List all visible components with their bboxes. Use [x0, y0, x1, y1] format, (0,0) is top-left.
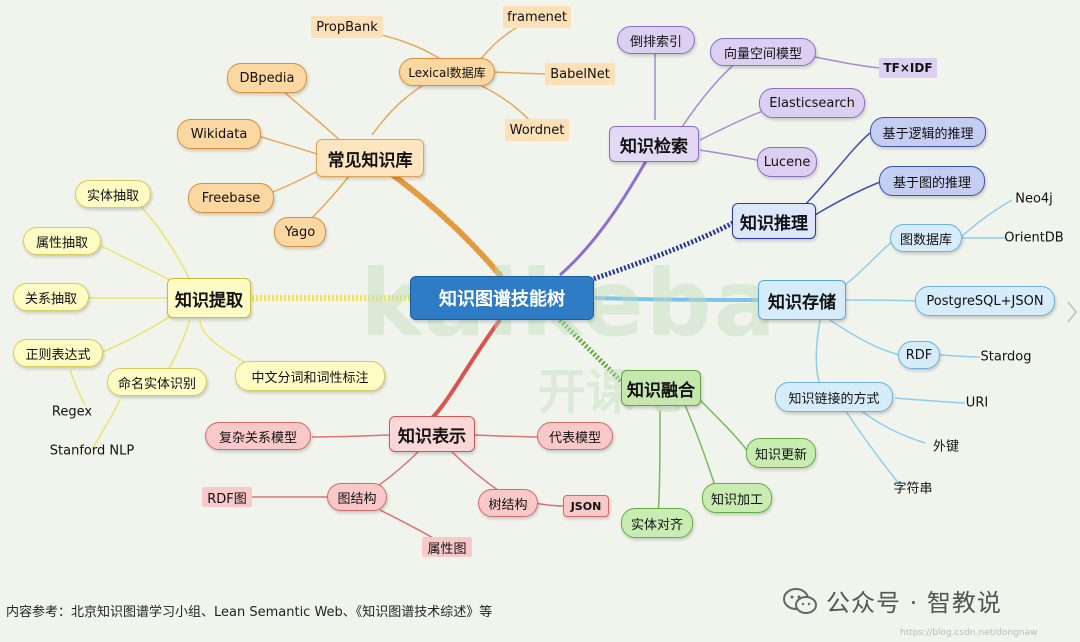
extraction-item-regex-expr[interactable]: 正则表达式	[13, 339, 103, 367]
lexical-item-wordnet[interactable]: Wordnet	[505, 119, 569, 141]
storage-item-graph-db[interactable]: 图数据库	[890, 224, 962, 252]
lexical-item-framenet[interactable]: framenet	[503, 6, 571, 28]
retrieval-item-tfidf[interactable]: TF×IDF	[879, 58, 937, 78]
branch-representation	[430, 318, 502, 420]
kb-item-freebase[interactable]: Freebase	[188, 183, 274, 213]
branch-storage	[594, 296, 761, 302]
linking-item-string[interactable]: 字符串	[893, 481, 933, 497]
storage-item-postgres-json[interactable]: PostgreSQL+JSON	[915, 286, 1055, 316]
storage-node[interactable]: 知识存储	[758, 280, 846, 320]
storage-item-rdf[interactable]: RDF	[898, 341, 940, 369]
retrieval-node[interactable]: 知识检索	[609, 126, 699, 162]
fusion-node[interactable]: 知识融合	[621, 370, 701, 406]
branch-fusion	[558, 318, 627, 387]
fusion-item-entity-alignment[interactable]: 实体对齐	[621, 508, 693, 538]
extraction-item-attribute[interactable]: 属性抽取	[23, 227, 101, 255]
representation-item-symbolic[interactable]: 代表模型	[537, 422, 613, 450]
branch-common-kb	[369, 157, 503, 278]
common-kb-node[interactable]: 常见知识库	[316, 139, 424, 177]
extraction-item-entity[interactable]: 实体抽取	[75, 180, 151, 208]
lexical-item-propbank[interactable]: PropBank	[311, 16, 383, 38]
storage-item-linking[interactable]: 知识链接的方式	[775, 382, 893, 412]
representation-item-json[interactable]: JSON	[563, 495, 609, 517]
linking-item-foreign-key[interactable]: 外键	[932, 439, 960, 455]
representation-item-tree[interactable]: 树结构	[478, 489, 538, 517]
representation-item-rdf-graph[interactable]: RDF图	[202, 487, 252, 507]
brand-mark: 公众号 · 智教说	[782, 583, 1002, 618]
footer-reference: 内容参考：北京知识图谱学习小组、Lean Semantic Web、《知识图谱技…	[6, 605, 493, 620]
retrieval-item-elasticsearch[interactable]: Elasticsearch	[759, 88, 865, 118]
kb-item-yago[interactable]: Yago	[274, 217, 326, 247]
extraction-item-stanford[interactable]: Stanford NLP	[49, 443, 135, 459]
kb-item-wikidata[interactable]: Wikidata	[177, 119, 261, 149]
url-watermark: https://blog.csdn.net/dongnaw	[900, 628, 1038, 638]
branch-retrieval	[559, 144, 657, 277]
brand-text: 公众号 · 智教说	[826, 589, 1002, 617]
extraction-item-regex[interactable]: Regex	[51, 404, 93, 420]
retrieval-item-lucene[interactable]: Lucene	[757, 147, 817, 177]
representation-item-graph[interactable]: 图结构	[327, 483, 387, 511]
reasoning-item-logic[interactable]: 基于逻辑的推理	[870, 117, 986, 147]
extraction-item-relation[interactable]: 关系抽取	[13, 283, 89, 311]
fusion-item-update[interactable]: 知识更新	[746, 438, 816, 468]
fusion-item-processing[interactable]: 知识加工	[702, 483, 772, 513]
storage-item-stardog[interactable]: Stardog	[980, 349, 1032, 365]
kb-item-dbpedia[interactable]: DBpedia	[227, 63, 307, 93]
representation-node[interactable]: 知识表示	[389, 416, 475, 452]
root-node[interactable]: 知识图谱技能树	[410, 276, 594, 320]
wechat-icon	[783, 587, 817, 614]
extraction-item-ner[interactable]: 命名实体识别	[107, 368, 207, 396]
extraction-item-segmentation[interactable]: 中文分词和词性标注	[235, 361, 385, 391]
linking-item-uri[interactable]: URI	[965, 395, 989, 411]
storage-item-neo4j[interactable]: Neo4j	[1015, 191, 1053, 207]
storage-item-orientdb[interactable]: OrientDB	[1004, 230, 1064, 246]
lexical-db-node[interactable]: Lexical数据库	[399, 58, 495, 86]
chevron-right-icon[interactable]	[1066, 300, 1078, 324]
extraction-node[interactable]: 知识提取	[167, 278, 251, 318]
representation-item-property-graph[interactable]: 属性图	[422, 537, 472, 557]
lexical-item-babelnet[interactable]: BabelNet	[545, 63, 615, 85]
retrieval-item-vector-model[interactable]: 向量空间模型	[710, 38, 816, 66]
representation-item-complex[interactable]: 复杂关系模型	[205, 422, 311, 450]
reasoning-node[interactable]: 知识推理	[732, 203, 816, 239]
reasoning-item-graph[interactable]: 基于图的推理	[879, 166, 985, 196]
retrieval-item-inverted-index[interactable]: 倒排索引	[617, 26, 695, 54]
branch-reasoning	[589, 219, 737, 283]
